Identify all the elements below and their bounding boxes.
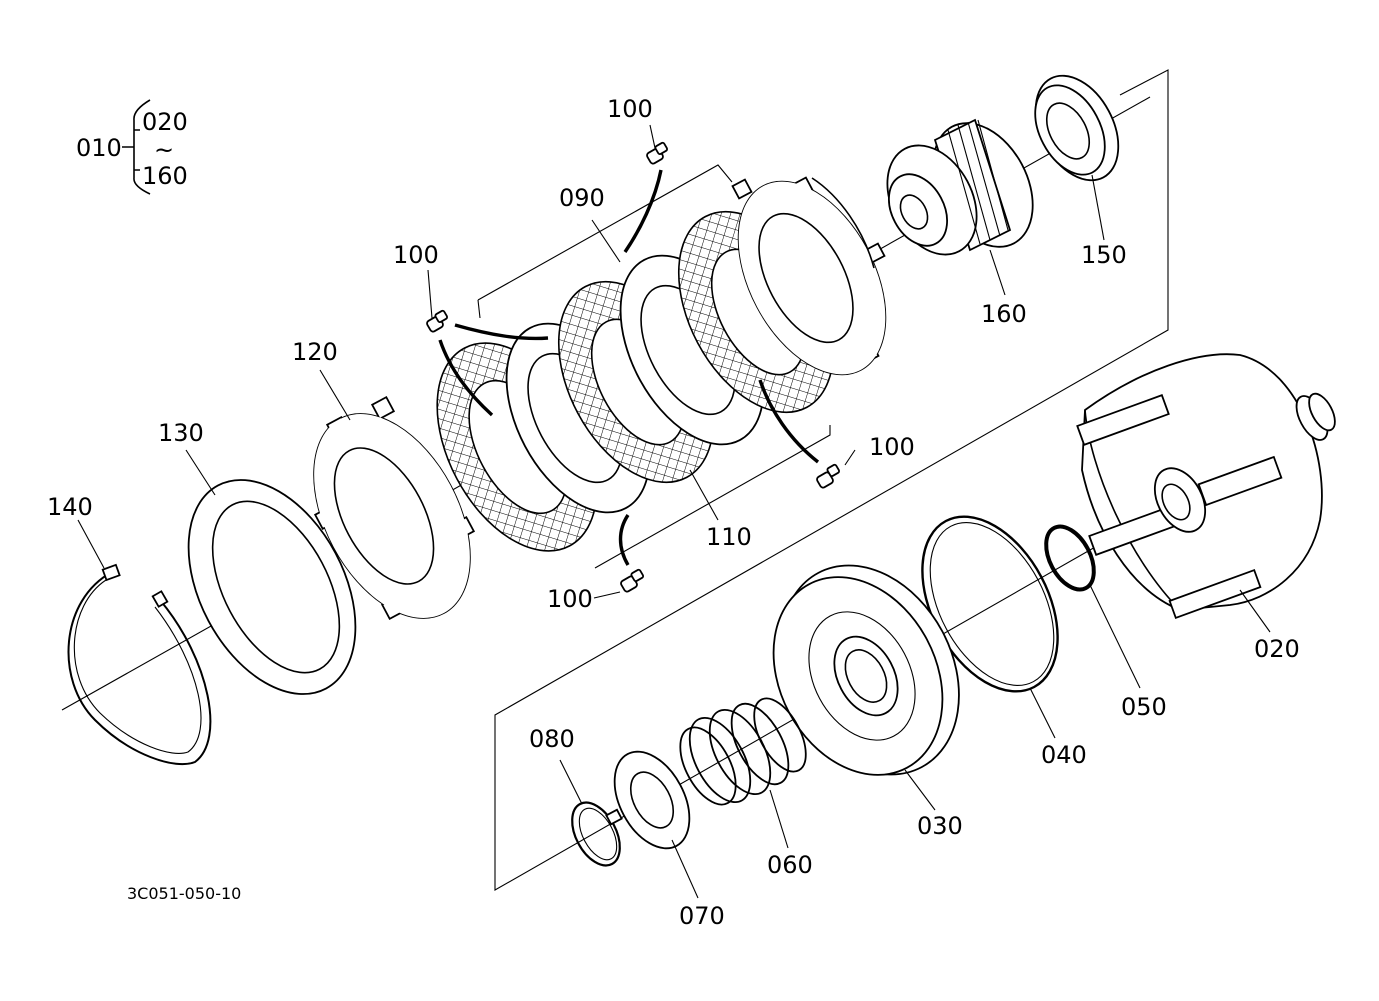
hub-160 — [886, 118, 1034, 256]
part-labels: 150 160 090 100 100 100 100 110 120 130 … — [47, 95, 1300, 930]
label-030: 030 — [917, 812, 963, 840]
steel-plate-rear — [731, 176, 887, 376]
clutch-drum-020 — [1076, 353, 1336, 620]
label-160: 160 — [981, 300, 1027, 328]
plugs-100 — [426, 141, 840, 593]
snap-ring-140 — [67, 563, 212, 766]
snap-ring-080 — [571, 801, 623, 867]
label-060: 060 — [767, 851, 813, 879]
label-020: 020 — [1254, 635, 1300, 663]
label-100-top: 100 — [607, 95, 653, 123]
label-130: 130 — [158, 419, 204, 447]
pressure-plate-120 — [313, 395, 476, 621]
washer-070 — [613, 750, 691, 850]
label-110: 110 — [706, 523, 752, 551]
assembly-range-end: 160 — [142, 162, 188, 190]
label-040: 040 — [1041, 741, 1087, 769]
label-100-bottom: 100 — [547, 585, 593, 613]
spring-060 — [679, 697, 807, 806]
assembly-bracket — [122, 99, 151, 195]
label-090: 090 — [559, 184, 605, 212]
label-100-left: 100 — [393, 241, 439, 269]
bearing-150 — [1034, 74, 1120, 182]
assembly-range-start: 020 — [142, 108, 188, 136]
label-140: 140 — [47, 493, 93, 521]
label-070: 070 — [679, 902, 725, 930]
leader-lines — [77, 124, 1271, 899]
drawing-code: 3C051-050-10 — [127, 884, 241, 903]
label-080: 080 — [529, 725, 575, 753]
label-120: 120 — [292, 338, 338, 366]
ring-130 — [187, 479, 357, 695]
label-100-right: 100 — [869, 433, 915, 461]
o-ring-050 — [1044, 524, 1096, 592]
assembly-ref-label: 010 — [76, 134, 122, 162]
assembly-reference: 010 020 ~ 160 — [76, 99, 188, 195]
piston-030 — [772, 564, 960, 776]
label-050: 050 — [1121, 693, 1167, 721]
label-150: 150 — [1081, 241, 1127, 269]
assembly-range-tilde: ~ — [154, 136, 174, 164]
